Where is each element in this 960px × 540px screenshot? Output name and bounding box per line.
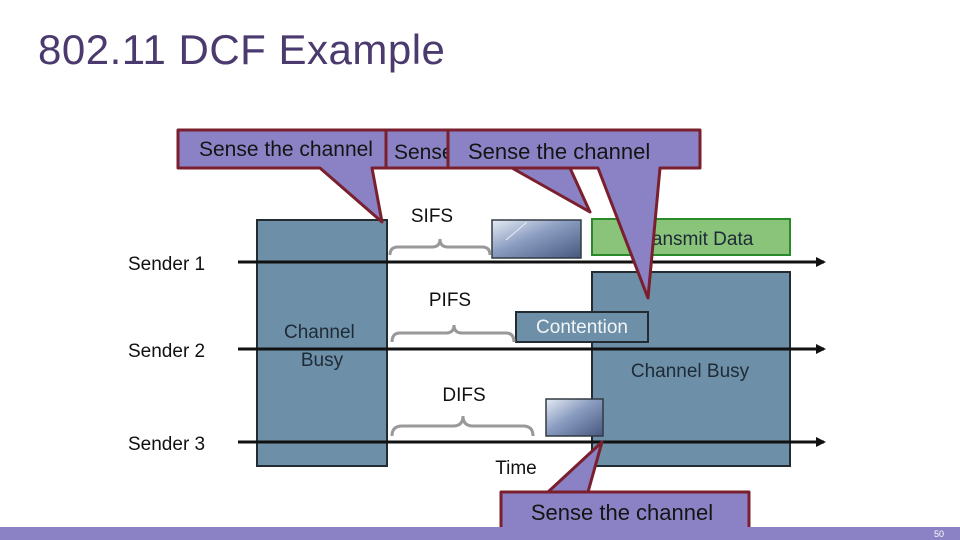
sender3-backoff-slot (545, 398, 604, 437)
slide-title: 802.11 DCF Example (38, 26, 446, 73)
contention-label: Contention (536, 317, 628, 338)
channel-busy-block-right (591, 271, 791, 467)
transmit-data-label: Transmit Data (635, 229, 754, 250)
channel-busy-right-label: Channel Busy (631, 361, 750, 382)
callout-sense-channel-2-text: Sense the channel (394, 141, 568, 164)
channel-busy-left-line-2: Busy (301, 350, 344, 371)
sender1-label: Sender 1 (128, 254, 205, 275)
sender1-backoff-slot-mark (505, 221, 528, 241)
sifs-brace (388, 238, 492, 256)
time-axis-label: Time (495, 458, 537, 479)
callout-sense-channel-4 (499, 440, 751, 532)
sender3-label: Sender 3 (128, 434, 205, 455)
callout-sense-channel-1-text: Sense the channel (199, 138, 373, 161)
channel-busy-left-label: Channel Busy (284, 322, 360, 371)
channel-busy-left-line-1: Channel (284, 322, 355, 343)
contention-box (515, 311, 649, 343)
callout-sense-channel-3 (446, 128, 702, 300)
sender2-label: Sender 2 (128, 341, 205, 362)
callout-sense-channel-4-text: Sense the channel (531, 500, 713, 525)
difs-brace (390, 415, 535, 437)
footer-bar (0, 527, 960, 540)
pifs-label: PIFS (429, 290, 471, 311)
channel-busy-block-left (256, 219, 388, 467)
sender1-backoff-slot (491, 219, 582, 259)
difs-label: DIFS (442, 385, 485, 406)
callout-sense-channel-3-text: Sense the channel (468, 139, 650, 164)
slide-number: 50 (933, 529, 944, 539)
pifs-brace (390, 324, 516, 343)
sifs-label: SIFS (411, 206, 453, 227)
